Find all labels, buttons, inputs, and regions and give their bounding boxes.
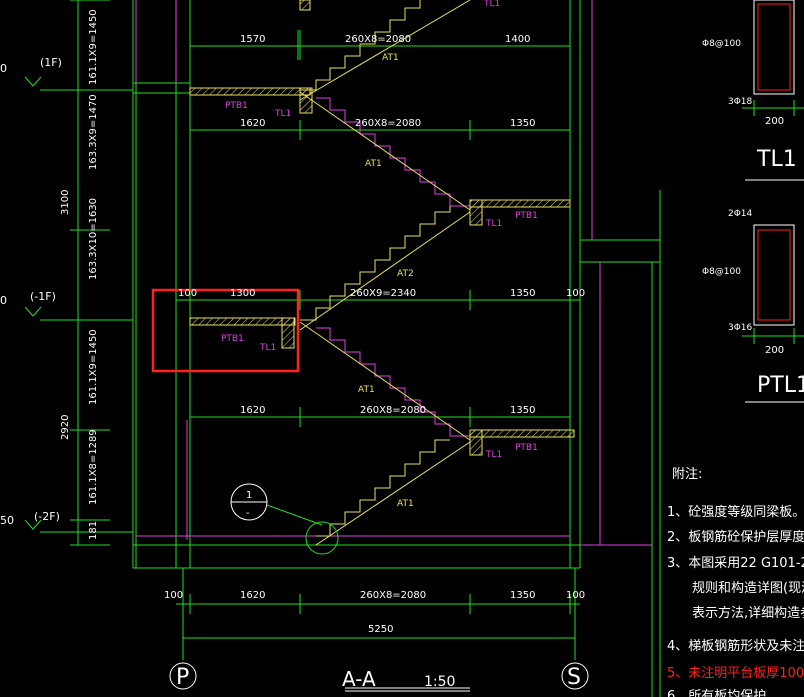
- ptl1-width: 200: [765, 345, 784, 356]
- label-at1-d: AT1: [397, 499, 414, 509]
- walls: [132, 0, 661, 697]
- hdim-r1-0: 1570: [240, 34, 265, 45]
- note-2: 2、板钢筋砼保护层厚度为15m: [667, 529, 804, 545]
- hdim-bot-2: 260X8=2080: [360, 590, 426, 601]
- tl1-bottom-rebar: 3Φ18: [728, 97, 753, 107]
- vdim-a: 161.1X9=1450: [88, 9, 99, 85]
- note-3a: 规则和构造详图(现浇混凝: [692, 580, 804, 596]
- level-markers: [24, 76, 42, 530]
- note-5: 5、未注明平台板厚100mm,: [667, 666, 804, 681]
- level-m1f: (-1F): [30, 290, 56, 303]
- note-4: 4、梯板钢筋形状及未注明各层: [667, 638, 804, 654]
- hdim-r3-3: 1350: [510, 288, 535, 299]
- hdim-r1-1: 260X8=2080: [345, 34, 411, 45]
- hdim-r2-0: 1620: [240, 118, 265, 129]
- label-ptb1-b: PTB1: [515, 211, 538, 221]
- vdim-d: 161.1X9=1450: [88, 329, 99, 405]
- vdim-total2: 2920: [60, 415, 71, 440]
- hdim-r4-1: 260X8=2080: [360, 405, 426, 416]
- note-6: 6、所有板均保护: [667, 689, 766, 697]
- detail-num: 1: [246, 490, 252, 501]
- hdim-r4-2: 1350: [510, 405, 535, 416]
- level-m2f: (-2F): [34, 510, 60, 523]
- section-scale: 1:50: [424, 674, 455, 690]
- ptl1-bottom-rebar: 3Φ16: [728, 323, 753, 333]
- hdim-r4-0: 1620: [240, 405, 265, 416]
- stair-flights: [299, 0, 471, 546]
- hdim-r2-1: 260X8=2080: [355, 118, 421, 129]
- ptl1-mid-rebar: Φ8@100: [702, 267, 741, 277]
- vdim-total1: 3100: [60, 190, 71, 215]
- note-3: 3、本图采用22 G101-2《平: [667, 556, 804, 571]
- level-1f-val: 0: [0, 62, 7, 75]
- axis-bubbles: [169, 483, 589, 692]
- platforms: [189, 0, 575, 456]
- hdim-bot-0: 100: [164, 590, 183, 601]
- label-tl1-a: TL1: [274, 109, 291, 119]
- note-1: 1、砼强度等级同梁板。: [667, 504, 804, 520]
- hdim-bot-3: 1350: [510, 590, 535, 601]
- label-at1-a: AT1: [382, 53, 399, 63]
- tl1-width: 200: [765, 116, 784, 127]
- level-1f: (1F): [40, 56, 62, 69]
- highlight-box: [151, 288, 300, 373]
- level-m2f-val: 50: [0, 514, 14, 527]
- label-ptb1-d: PTB1: [515, 443, 538, 453]
- hdim-r2-2: 1350: [510, 118, 535, 129]
- hdim-r3-4: 100: [566, 288, 585, 299]
- magenta-lines: [135, 0, 652, 546]
- hdim-r3-2: 260X9=2340: [350, 288, 416, 299]
- detail-ptl1: [742, 224, 804, 403]
- label-ptb1-c: PTB1: [221, 334, 244, 344]
- level-m1f-val: 0: [0, 294, 7, 307]
- label-tl1-top: TL1: [483, 0, 500, 9]
- axis-s: S: [567, 665, 581, 690]
- label-tl1-c: TL1: [259, 343, 276, 353]
- vdim-e: 161.1X8=1289: [88, 429, 99, 505]
- label-at2: AT2: [397, 269, 414, 279]
- hdim-total: 5250: [368, 624, 393, 635]
- hdim-r1-2: 1400: [505, 34, 530, 45]
- hdim-r3-1: 1300: [230, 288, 255, 299]
- hdim-r3-0: 100: [178, 288, 197, 299]
- section-title: A-A: [342, 667, 376, 691]
- hdim-bot-4: 100: [566, 590, 585, 601]
- label-at1-c: AT1: [358, 385, 375, 395]
- label-at1-b: AT1: [365, 159, 382, 169]
- ptl1-title: PTL1: [757, 373, 804, 398]
- vdim-f: 181: [88, 521, 99, 540]
- notes-heading: 附注:: [672, 467, 702, 482]
- vdim-c: 163.3X10=1630: [88, 198, 99, 280]
- tl1-title: TL1: [756, 147, 797, 172]
- tl1-top-rebar: Φ8@100: [702, 39, 741, 49]
- ptl1-top-rebar: 2Φ14: [728, 209, 753, 219]
- vdim-b: 163.3X9=1470: [88, 94, 99, 170]
- label-ptb1-a: PTB1: [225, 101, 248, 111]
- detail-den: -: [246, 508, 250, 519]
- dimension-lines: [40, 0, 580, 660]
- hdim-bot-1: 1620: [240, 590, 265, 601]
- detail-tl1: [742, 0, 804, 181]
- note-3b: 表示方法,详细构造参见本: [692, 605, 804, 621]
- axis-p: P: [176, 665, 189, 690]
- label-tl1-b: TL1: [485, 219, 502, 229]
- label-tl1-d: TL1: [485, 450, 502, 460]
